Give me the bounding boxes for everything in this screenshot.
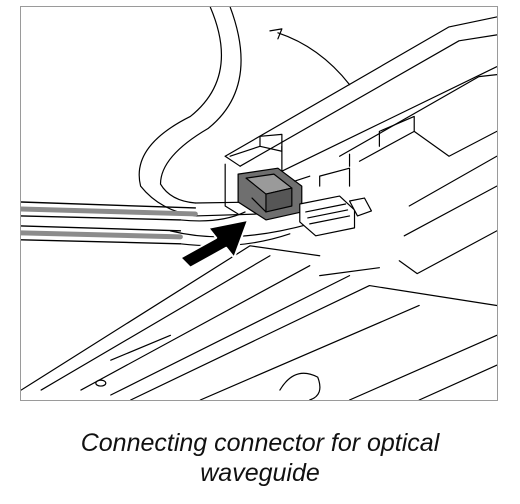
caption-line-2: waveguide — [200, 459, 320, 487]
housing-outline — [224, 16, 497, 275]
left-cable-bundle — [21, 201, 311, 247]
installation-illustration — [21, 7, 497, 400]
mounting-bracket — [224, 133, 283, 215]
illustration-frame — [20, 6, 498, 401]
base-plate-outline — [21, 245, 497, 400]
optical-connector-plug — [237, 167, 303, 221]
upper-cable — [138, 7, 261, 217]
insert-direction-arrow-icon — [179, 218, 250, 269]
caption-line-1: Connecting connector for optical — [80, 429, 440, 457]
connector-socket — [294, 167, 373, 237]
rotation-arc — [269, 28, 351, 86]
figure-caption: Connecting connector for optical wavegui… — [0, 428, 520, 488]
